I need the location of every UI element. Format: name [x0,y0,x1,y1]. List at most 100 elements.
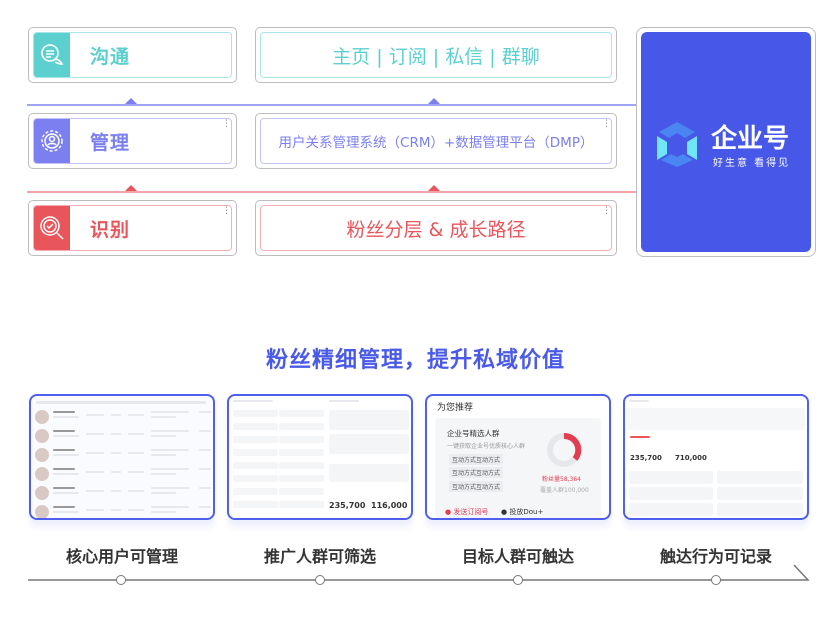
placeholder-bar [128,414,144,416]
placeholder-bar [279,501,324,508]
placeholder-bar [199,411,211,413]
placeholder-bar [151,473,176,475]
placeholder-bar [329,410,409,430]
placeholder-bar [199,487,211,489]
row-label: 沟通 [90,45,131,68]
placeholder-bar [151,449,189,451]
send-subscription-button[interactable]: ● 发送订阅号 [445,508,489,516]
placeholder-bar [329,400,359,402]
row-detail: 粉丝分层 & 成长路径 [346,218,526,241]
feature-caption: 推广人群可筛选 [263,547,376,566]
divider-red [27,191,637,193]
placeholder-bar [128,471,144,473]
avatar [35,486,49,500]
placeholder-bar [233,462,278,469]
placeholder-bar [151,511,176,513]
screenshot-core-users [29,394,215,520]
tag: 互动方式互动方式 [449,454,504,465]
placeholder-bar [128,509,144,511]
placeholder-bar [279,436,324,443]
placeholder-bar [717,471,803,484]
divider-blue [27,104,637,106]
placeholder-bar [128,452,144,454]
avatar [35,448,49,462]
placeholder-bar [86,414,104,416]
cover-count: 覆盖人群100,000 [540,487,589,494]
placeholder-bar [629,400,649,402]
placeholder-bar [86,452,104,454]
placeholder-bar [53,473,79,475]
placeholder-bar [233,400,273,402]
placeholder-bar [53,487,75,489]
dou-plus-button[interactable]: ● 投放Dou+ [501,508,544,516]
tag: 互动方式互动方式 [449,481,504,492]
search-check-icon [34,206,70,250]
placeholder-bar [53,511,79,513]
placeholder-bar [199,506,211,508]
placeholder-bar [86,471,104,473]
screenshot-reach-log: 235,700 710,000 [623,394,809,520]
row-detail: 用户关系管理系统（CRM）+数据管理平台（DMP） [278,135,594,151]
placeholder-bar [629,471,713,484]
brand-panel: 企业号 好生意 看得见 [636,27,816,257]
placeholder-bar [151,435,176,437]
placeholder-bar [53,506,75,508]
placeholder-bar [233,423,278,430]
placeholder-bar [233,449,278,456]
placeholder-bar [53,435,79,437]
screenshot-recommend: 为您推荐 企业号精选人群 一键获取企业号优质核心人群 互动方式互动方式 互动方式… [425,394,611,520]
placeholder-bar [629,487,713,500]
row-label: 管理 [90,131,131,154]
placeholder-bar [279,488,324,495]
placeholder-bar [233,436,278,443]
timeline-node [315,575,325,585]
placeholder-bar [629,503,713,516]
placeholder-bar [151,416,176,418]
gear-user-icon [34,119,70,163]
more-icon[interactable]: ⋮ [222,206,231,216]
more-icon[interactable]: ⋮ [602,119,611,129]
row-label: 识别 [90,218,131,241]
placeholder-bar [233,475,278,482]
timeline [28,564,810,581]
placeholder-bar [279,462,324,469]
placeholder-bar [329,464,409,482]
marker [428,98,440,104]
placeholder-bar [151,468,189,470]
placeholder-bar [329,434,409,454]
placeholder-bar [199,468,211,470]
group-title: 企业号精选人群 [447,429,500,438]
fans-count: 粉丝量58,364 [542,476,581,483]
timeline-node [116,575,126,585]
row-manage: 管理 ⋮ [28,113,237,169]
placeholder-bar [151,411,189,413]
avatar [35,505,49,518]
placeholder-bar [151,487,189,489]
brand-name: 企业号 [711,124,790,154]
placeholder-bar [279,410,324,417]
placeholder-bar [111,490,121,492]
row-detail: 主页 | 订阅 | 私信 | 群聊 [332,45,540,68]
marker [125,185,137,191]
placeholder-bar [627,408,805,430]
timeline-node [513,575,523,585]
row-identify: 识别 ⋮ [28,200,237,256]
more-icon[interactable]: ⋮ [222,119,231,129]
placeholder-bar [279,475,324,482]
placeholder-bar [86,490,104,492]
avatar [35,429,49,443]
placeholder-bar [151,492,176,494]
placeholder-bar [36,401,206,404]
feature-caption: 目标人群可触达 [461,547,574,566]
card-title: 为您推荐 [437,403,474,413]
stat: 235,700 [329,501,366,510]
row-manage-detail: 用户关系管理系统（CRM）+数据管理平台（DMP） ⋮ [255,113,617,169]
placeholder-bar [717,503,803,516]
more-icon[interactable]: ⋮ [602,206,611,216]
placeholder-bar [630,436,650,438]
placeholder-bar [53,430,75,432]
row-communicate-detail: 主页 | 订阅 | 私信 | 群聊 [255,27,617,83]
placeholder-bar [53,416,79,418]
marker [125,98,137,104]
timeline-node [711,575,721,585]
